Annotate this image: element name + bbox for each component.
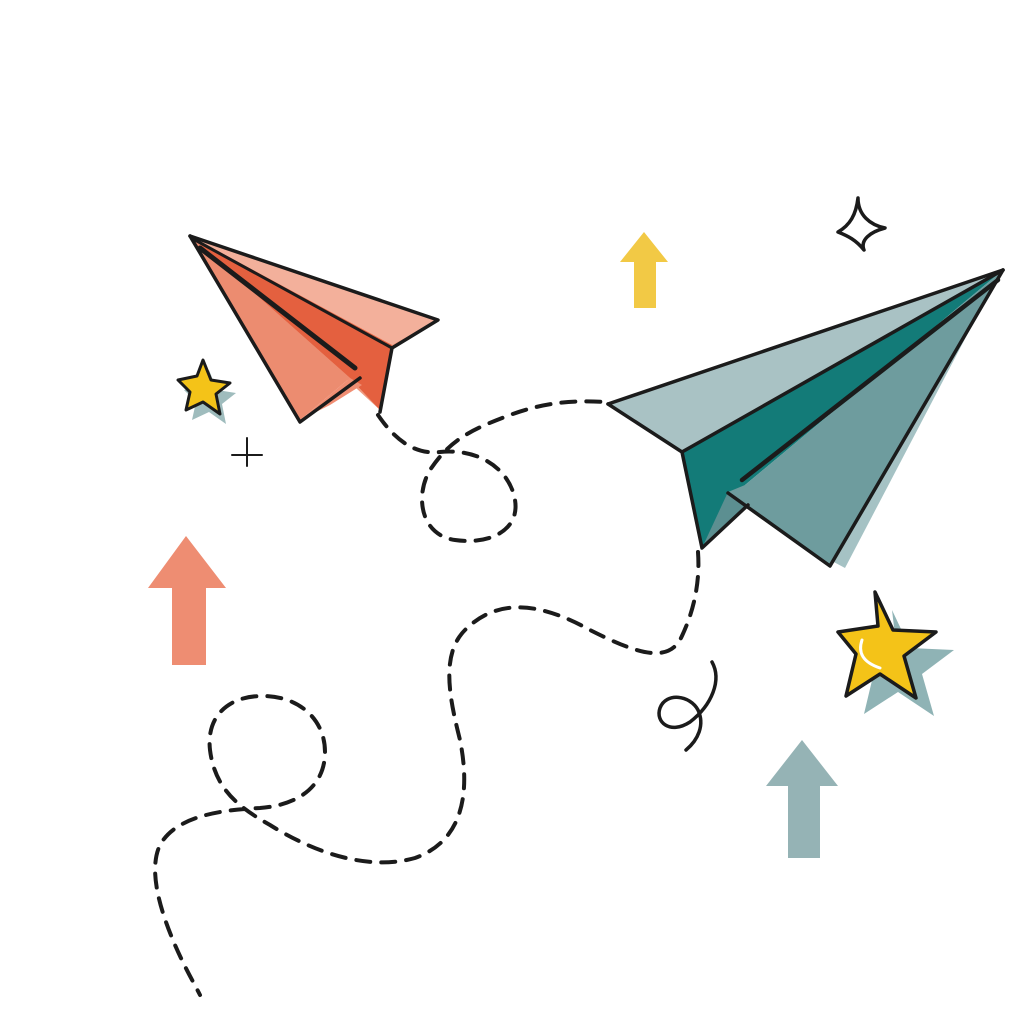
star-small-icon: [176, 358, 236, 424]
dashed-flight-path-icon: [153, 399, 701, 997]
arrow-up-yellow-icon: [620, 232, 668, 308]
star-large-icon: [836, 590, 954, 716]
paper-plane-coral-icon: [188, 234, 440, 424]
arrow-up-coral-icon: [148, 536, 226, 665]
arrow-up-teal-icon: [766, 740, 838, 858]
paper-plane-teal-icon: [606, 268, 1005, 568]
twinkle-icon: [231, 437, 263, 467]
squiggle-loop-icon: [657, 660, 718, 752]
sparkle-icon: [836, 196, 887, 252]
